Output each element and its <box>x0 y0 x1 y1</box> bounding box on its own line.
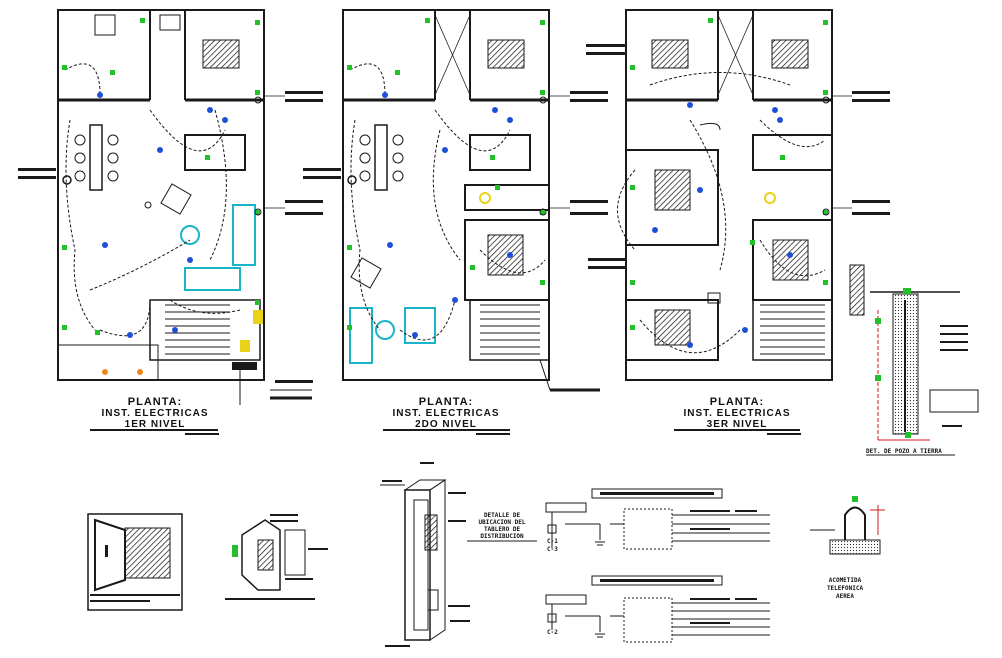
plan-title-2-line2: INST. ELECTRICAS <box>392 408 499 419</box>
tablero-line3: TABLERO DE <box>484 526 521 533</box>
outlet-box-detail <box>225 514 328 600</box>
acometida-line2: TELEFONICA <box>827 585 864 592</box>
sld2-c2: C-2 <box>547 629 558 636</box>
plan-title-1-line2: INST. ELECTRICAS <box>101 408 208 419</box>
plan-title-3-line2: INST. ELECTRICAS <box>683 408 790 419</box>
sld1-c3: C-3 <box>547 546 558 553</box>
single-line-diagram-1: C-1 C-3 <box>545 488 770 553</box>
tablero-line2: UBICACION DEL <box>479 519 526 526</box>
plan-title-level-3: PLANTA: INST. ELECTRICAS 3ER NIVEL <box>674 396 801 435</box>
tablero-line4: DISTRIBUCION <box>480 533 524 540</box>
acometida-line3: AEREA <box>836 593 854 600</box>
plan-title-3-line3: 3ER NIVEL <box>707 419 768 430</box>
telephone-service-detail: ACOMETIDA TELEFONICA AEREA <box>810 496 885 600</box>
tablero-line1: DETALLE DE <box>484 512 521 519</box>
distribution-board-location-detail: DETALLE DE UBICACION DEL TABLERO DE DIST… <box>380 462 537 647</box>
floor-plan-level-2 <box>303 9 626 392</box>
plan-title-2-line1: PLANTA: <box>419 396 473 408</box>
plan-title-3-line1: PLANTA: <box>710 396 764 408</box>
floor-plan-level-3 <box>586 9 890 381</box>
plan-title-1-line1: PLANTA: <box>128 396 182 408</box>
grounding-well-detail: DET. DE POZO A TIERRA <box>849 264 979 456</box>
panel-box-detail <box>87 513 183 611</box>
plan-title-level-1: PLANTA: INST. ELECTRICAS 1ER NIVEL <box>90 396 219 435</box>
floor-plan-level-1 <box>18 9 323 405</box>
plan-title-1-line3: 1ER NIVEL <box>125 419 186 430</box>
grounding-well-title: DET. DE POZO A TIERRA <box>866 448 942 455</box>
single-line-diagram-2: C-2 <box>545 575 770 643</box>
sld1-c1: C-1 <box>547 538 558 545</box>
acometida-line1: ACOMETIDA <box>829 577 862 584</box>
plan-title-2-line3: 2DO NIVEL <box>415 419 477 430</box>
plan-title-level-2: PLANTA: INST. ELECTRICAS 2DO NIVEL <box>383 396 510 435</box>
